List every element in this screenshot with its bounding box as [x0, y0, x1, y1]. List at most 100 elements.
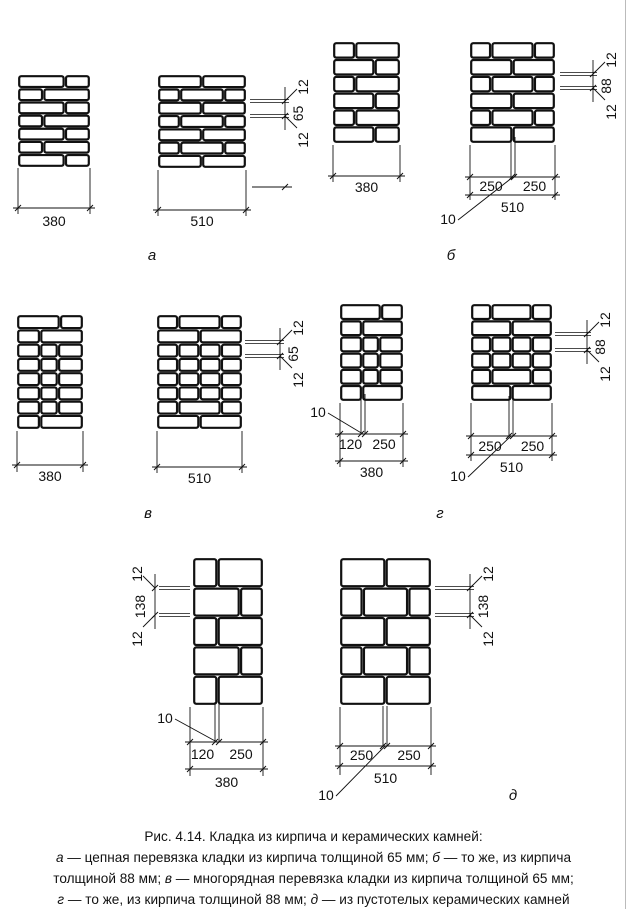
brick [58, 400, 83, 415]
dimension-tick [259, 765, 267, 773]
brick [180, 114, 224, 129]
brick [374, 92, 400, 110]
joint-label: 12 [480, 631, 496, 647]
brick [180, 88, 224, 102]
dimension-tick [154, 206, 162, 214]
joint-width-label: 10 [440, 211, 456, 227]
brick [374, 126, 400, 143]
brick [217, 558, 263, 588]
brick [355, 42, 400, 59]
dimension-tick [399, 457, 407, 465]
joint-label: 12 [129, 631, 145, 647]
brick [158, 154, 202, 168]
brick [157, 329, 200, 344]
dimension-tick [396, 172, 404, 180]
brick [193, 587, 240, 617]
brick [362, 336, 379, 353]
dimension-tick [242, 206, 250, 214]
brick [40, 386, 58, 401]
joint-label: 12 [295, 79, 311, 95]
brick [385, 675, 431, 705]
figure-letter-v: в [144, 505, 152, 522]
brick [157, 414, 200, 429]
brick [408, 587, 431, 617]
brick [18, 88, 44, 102]
joint-label: 12 [603, 104, 619, 120]
dimension-tick [466, 191, 474, 199]
brick [511, 320, 552, 337]
brick [157, 343, 179, 358]
brick [381, 304, 403, 321]
brick [178, 343, 200, 358]
brick [64, 153, 90, 167]
caption-title: Рис. 4.14. Кладка из кирпича и керамичес… [144, 829, 483, 844]
dimension-label: 510 [188, 470, 212, 486]
brick [199, 414, 242, 429]
brick [511, 384, 552, 401]
brick [217, 616, 263, 647]
leader-line [327, 412, 364, 435]
course-height-label: 88 [592, 339, 608, 355]
brick [379, 368, 403, 385]
brick [17, 372, 41, 387]
brick [491, 75, 534, 93]
brick [17, 400, 41, 415]
brick [355, 75, 400, 93]
brick [240, 587, 263, 617]
caption-text-b-cont: толщиной 88 мм; [53, 871, 165, 886]
brick [491, 109, 534, 127]
brick [157, 372, 179, 387]
brick [58, 357, 83, 372]
dimension-tick [548, 451, 556, 459]
dimension-label: 380 [38, 468, 62, 484]
brick [18, 153, 65, 167]
dimension-label: 250 [350, 747, 374, 763]
leader-line [335, 745, 386, 797]
dimension-tick [186, 765, 194, 773]
leader-line [586, 349, 600, 363]
dimension-label: 380 [360, 464, 384, 480]
brick [178, 386, 200, 401]
brick [43, 114, 90, 128]
joint-label: 12 [603, 52, 619, 68]
dimension-label: 380 [42, 213, 66, 229]
leader-line [469, 614, 483, 628]
brick [340, 352, 362, 369]
brick [64, 101, 90, 115]
brick [220, 372, 242, 387]
dimension-label: 510 [501, 199, 525, 215]
leader-line [284, 115, 298, 129]
brick [471, 320, 512, 337]
brick [340, 587, 363, 617]
caption-letter-b: б [432, 850, 440, 865]
brick [17, 329, 41, 344]
figure-letter-d: д [509, 787, 517, 804]
brick [385, 558, 431, 588]
brick [511, 352, 532, 369]
dimension-label: 250 [397, 747, 421, 763]
caption-line-2: толщиной 88 мм; в — многорядная перевязк… [0, 868, 627, 889]
dimension-label: 250 [521, 438, 545, 454]
course-height-label: 65 [290, 106, 306, 122]
joint-label: 12 [597, 366, 613, 382]
brick [40, 357, 58, 372]
caption-text-b: — то же, из кирпича [439, 850, 572, 865]
brick [340, 304, 381, 321]
dimension-tick [238, 463, 246, 471]
dimension-tick [336, 762, 344, 770]
brick [491, 42, 534, 59]
brick [158, 141, 180, 155]
brick [512, 126, 555, 143]
brick [40, 343, 58, 358]
figure-letter-a: а [148, 247, 156, 264]
dimension-tick [13, 461, 21, 469]
caption-letter-g: г [57, 892, 65, 907]
dimension-tick [86, 204, 94, 212]
brick [333, 58, 375, 76]
joint-width-label: 10 [318, 787, 334, 803]
brick [355, 109, 400, 127]
brick [40, 372, 58, 387]
leader-line [457, 176, 514, 221]
brick [199, 329, 242, 344]
dimension-label: 120 [339, 436, 363, 452]
